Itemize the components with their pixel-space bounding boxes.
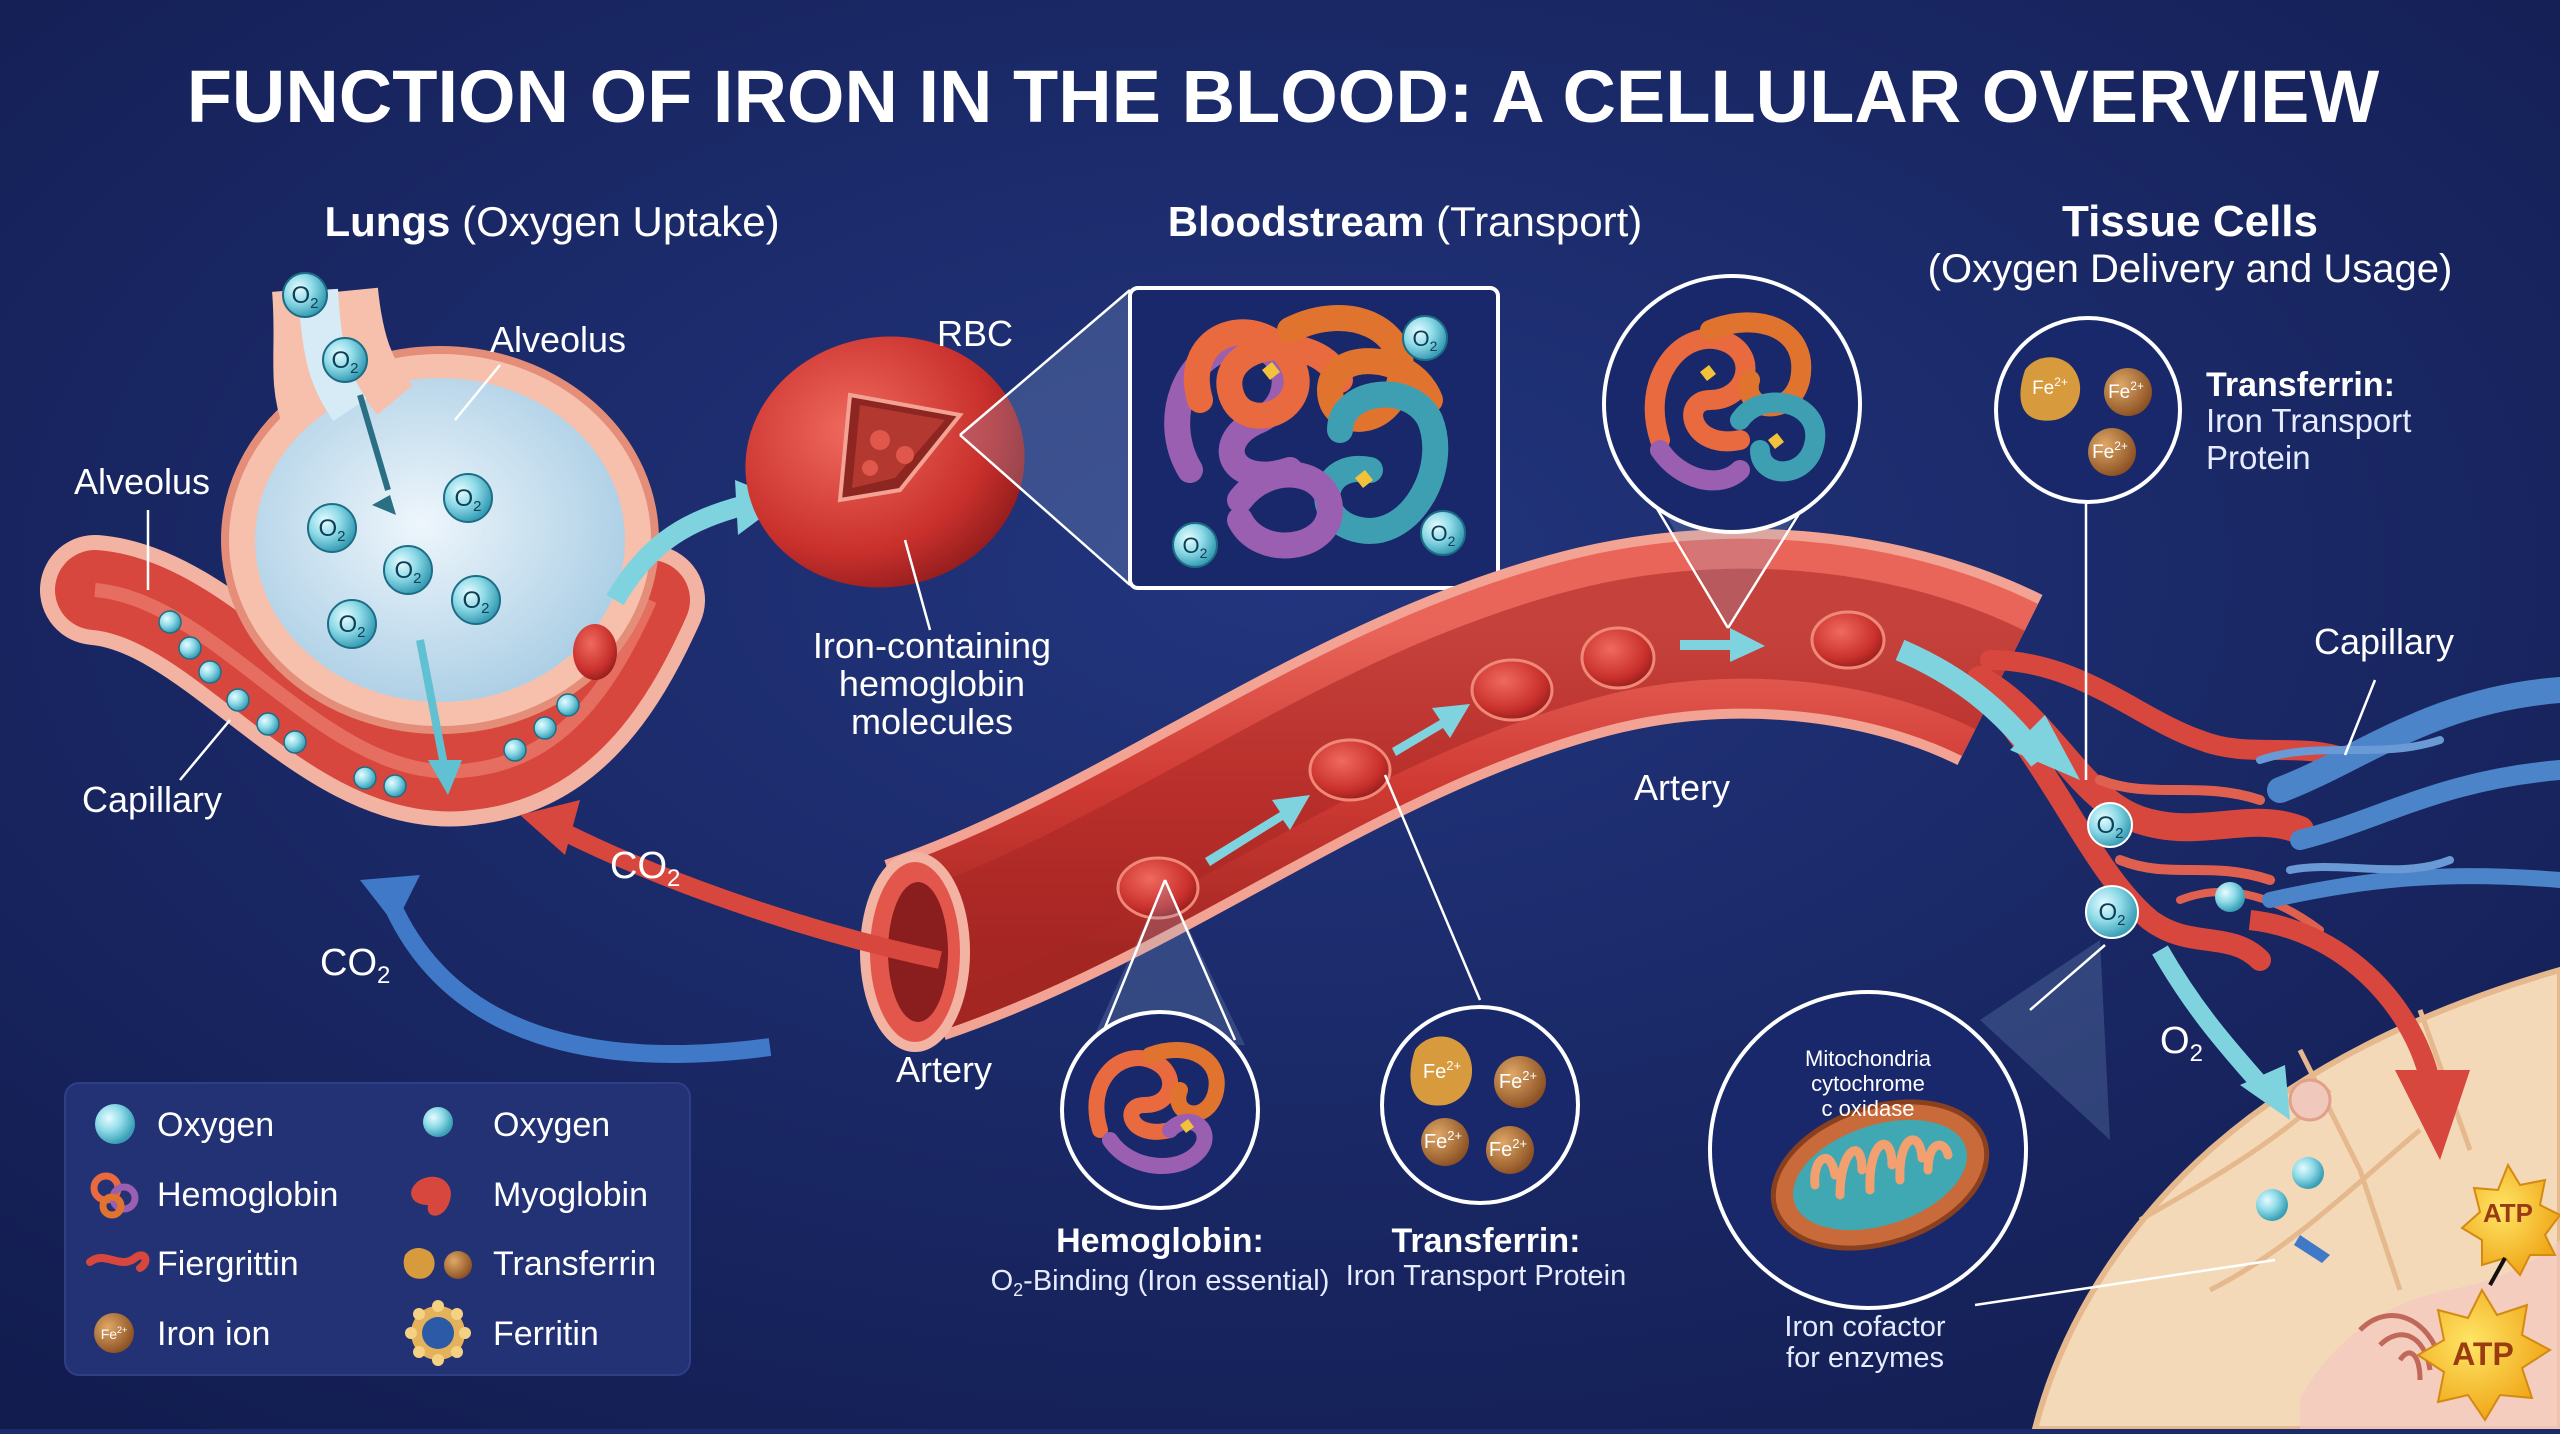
callout-transferrin-right-desc-2: Protein [2206, 439, 2311, 476]
mitochondria-circle [1710, 992, 2026, 1308]
label-mito-3: c oxidase [1822, 1096, 1915, 1121]
callout-hemoglobin-desc: O2-Binding (Iron essential) [991, 1265, 1330, 1300]
hemoglobin-circle-top [1604, 276, 1860, 532]
label-iron-hb-3: molecules [851, 701, 1013, 742]
legend-label-4: Fiergrittin [157, 1245, 299, 1283]
label-artery-mid: Artery [1634, 767, 1730, 808]
legend-ferritin-icon [405, 1300, 471, 1366]
label-cofactor-2: for enzymes [1786, 1342, 1944, 1374]
section-bloodstream: Bloodstream (Transport) [1168, 198, 1643, 245]
hemoglobin-circle-bottom [1062, 1012, 1258, 1208]
section-lungs: Lungs (Oxygen Uptake) [324, 198, 779, 245]
label-capillary-left: Capillary [82, 779, 222, 820]
callout-transferrin-mid-title: Transferrin: [1392, 1222, 1581, 1260]
label-iron-hb-2: hemoglobin [839, 663, 1025, 704]
legend-oxygen-small-icon [423, 1107, 453, 1137]
callout-transferrin-right-desc-1: Iron Transport [2206, 402, 2411, 439]
callout-transferrin-right-title: Transferrin: [2206, 366, 2395, 404]
label-capillary-right: Capillary [2314, 621, 2454, 662]
legend: Oxygen Oxygen Hemoglobin Myoglobin Fierg… [65, 1083, 690, 1375]
transferrin-circle-mid [1382, 1007, 1578, 1203]
legend-label-6: Iron ion [157, 1315, 270, 1353]
label-iron-hb-1: Iron-containing [813, 625, 1051, 666]
legend-oxygen-icon [95, 1104, 135, 1144]
label-cofactor-1: Iron cofactor [1784, 1311, 1946, 1343]
page-title: FUNCTION OF IRON IN THE BLOOD: A CELLULA… [187, 55, 2380, 138]
legend-label-3: Myoglobin [493, 1176, 648, 1214]
label-rbc: RBC [937, 313, 1013, 354]
label-atp-1: ATP [2483, 1198, 2533, 1228]
legend-label-5: Transferrin [493, 1245, 656, 1283]
label-alveolus-top: Alveolus [490, 319, 626, 360]
legend-label-0: Oxygen [157, 1106, 274, 1144]
callout-hemoglobin-title: Hemoglobin: [1056, 1222, 1264, 1260]
label-artery-left: Artery [896, 1049, 992, 1090]
section-tissue-subtitle: (Oxygen Delivery and Usage) [1928, 247, 2453, 291]
label-alveolus-left: Alveolus [74, 461, 210, 502]
section-tissue-title: Tissue Cells [2062, 197, 2318, 246]
label-mito-1: Mitochondria [1805, 1046, 1932, 1071]
capillary-rbc [573, 624, 617, 680]
legend-label-7: Ferritin [493, 1315, 599, 1353]
label-atp-2: ATP [2452, 1336, 2514, 1372]
legend-label-2: Hemoglobin [157, 1176, 338, 1214]
label-mito-2: cytochrome [1811, 1071, 1925, 1096]
transferrin-circle-right [1996, 318, 2180, 502]
legend-label-1: Oxygen [493, 1106, 610, 1144]
callout-transferrin-mid-desc: Iron Transport Protein [1346, 1260, 1626, 1292]
